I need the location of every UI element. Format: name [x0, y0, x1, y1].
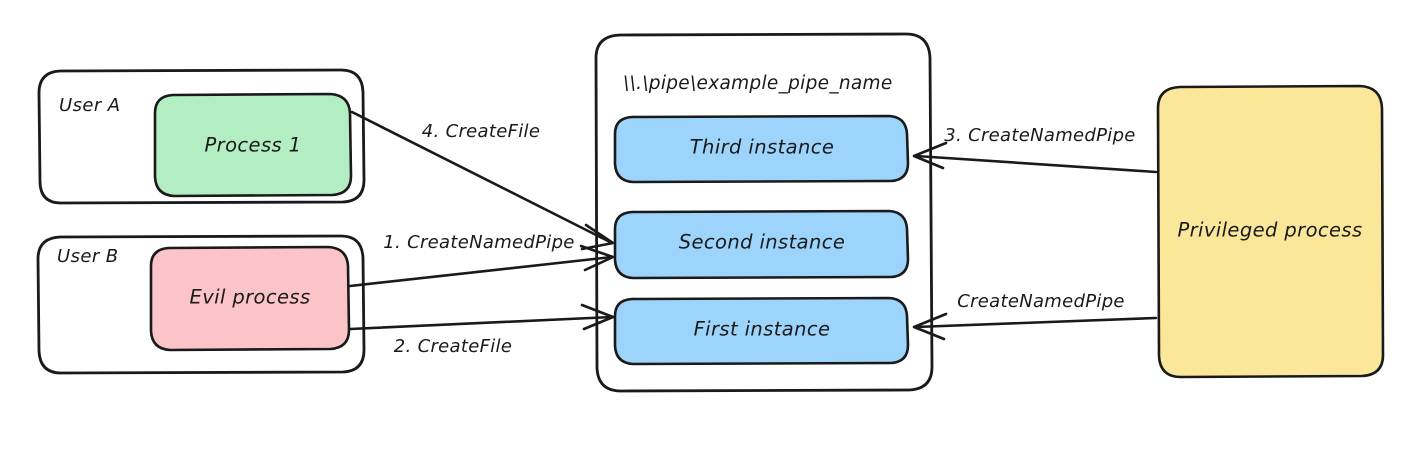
privileged-process-group[interactable]: Privileged process — [1156, 84, 1385, 379]
first-instance-box[interactable] — [613, 296, 910, 366]
edge-1-label: 1. CreateNamedPipe — [383, 232, 574, 253]
edge-5-line — [914, 316, 1158, 329]
user-a-label: User A — [59, 95, 120, 116]
third-instance-label: Third instance — [690, 136, 835, 159]
edge-4-createfile: 4. CreateFile — [350, 110, 615, 251]
edge-1-createnamedpipe: 1. CreateNamedPipe — [348, 232, 615, 288]
edge-4-label: 4. CreateFile — [422, 121, 540, 142]
edge-2-label: 2. CreateFile — [394, 336, 512, 357]
edge-3-label: 3. CreateNamedPipe — [944, 125, 1135, 146]
edge-5-arrowhead — [912, 312, 948, 341]
third-instance-box[interactable] — [613, 114, 910, 184]
edge-3-arrowhead — [912, 141, 948, 170]
edge-3-createnamedpipe: 3. CreateNamedPipe — [912, 125, 1158, 174]
privileged-process-box[interactable] — [1156, 84, 1385, 379]
process-1-box[interactable] — [153, 92, 353, 198]
edge-5-label: CreateNamedPipe — [957, 291, 1125, 312]
privileged-process-label: Privileged process — [1177, 219, 1362, 242]
edge-2-line — [348, 315, 614, 331]
edge-2-createfile: 2. CreateFile — [348, 303, 615, 357]
second-instance-box[interactable] — [613, 209, 910, 280]
process-1-label: Process 1 — [205, 134, 302, 157]
edge-2-arrowhead — [580, 303, 615, 331]
edge-1-line — [348, 255, 614, 288]
edge-createnamedpipe: CreateNamedPipe — [912, 291, 1158, 341]
second-instance-label: Second instance — [679, 231, 846, 254]
named-pipe-path-label: \\.\pipe\example_pipe_name — [623, 73, 893, 94]
named-pipe-container-group[interactable]: \\.\pipe\example_pipe_name Third instanc… — [594, 32, 934, 393]
edge-4-arrowhead — [580, 223, 615, 251]
edge-1-arrowhead — [579, 244, 615, 272]
group-user-b[interactable]: User B Evil process — [36, 234, 366, 375]
evil-process-box[interactable] — [149, 245, 351, 352]
evil-process-label: Evil process — [189, 286, 310, 309]
edge-3-line — [914, 154, 1158, 174]
group-user-a[interactable]: User A Process 1 — [37, 68, 366, 205]
first-instance-label: First instance — [694, 318, 831, 341]
edge-4-line — [350, 110, 614, 245]
user-b-label: User B — [57, 246, 119, 267]
